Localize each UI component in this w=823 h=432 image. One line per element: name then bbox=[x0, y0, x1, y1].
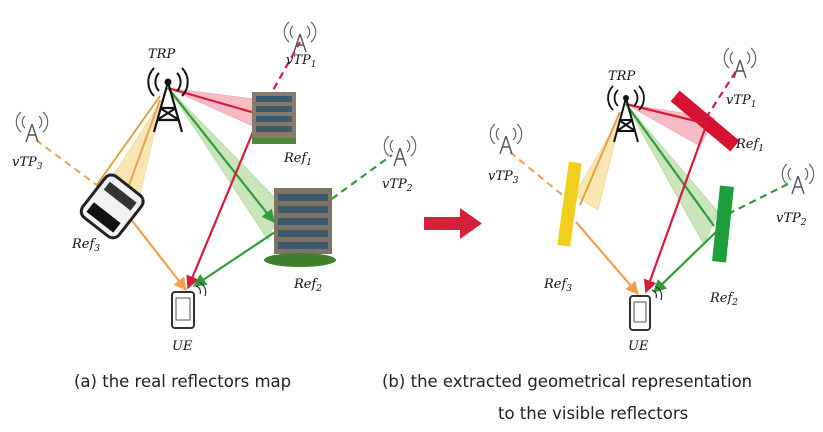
label-ref1-left: Ref1 bbox=[283, 151, 312, 168]
virtual-tower-icon bbox=[781, 163, 815, 195]
right-panel: TRP vTP1 vTP2 vTP3 Ref1 Ref2 Ref3 UE bbox=[488, 47, 815, 354]
label-ref2-left: Ref2 bbox=[293, 277, 322, 294]
label-trp-right: TRP bbox=[608, 69, 635, 84]
caption-right-line1: (b) the extracted geometrical representa… bbox=[382, 372, 753, 391]
path-ref1-ue-right bbox=[643, 125, 708, 294]
vpath-ref1-right bbox=[705, 67, 739, 119]
reflector-ref1 bbox=[670, 90, 740, 152]
path-ref3-ue-left bbox=[129, 217, 187, 292]
label-vtp2-right: vTP2 bbox=[776, 211, 807, 228]
label-ref3-left: Ref3 bbox=[71, 237, 100, 254]
virtual-tower-icon bbox=[489, 123, 523, 155]
label-ue-left: UE bbox=[172, 339, 193, 354]
path-trp-ref2-right bbox=[625, 103, 715, 227]
label-vtp1-right: vTP1 bbox=[726, 93, 757, 110]
tower-icon bbox=[607, 85, 645, 143]
path-trp-ue-right bbox=[593, 115, 619, 173]
path-trp-ref3-left bbox=[95, 95, 161, 187]
reflector-ref3 bbox=[557, 161, 582, 247]
reflector-ref2 bbox=[712, 185, 734, 263]
path-ref2-ue-left bbox=[192, 229, 279, 287]
path-trp-ue-left bbox=[127, 99, 161, 189]
virtual-tower-icon bbox=[383, 135, 417, 167]
virtual-tower-icon bbox=[723, 47, 757, 79]
bus-icon bbox=[79, 173, 145, 240]
label-ue-right: UE bbox=[628, 339, 649, 354]
path-ref1-ue-left bbox=[186, 114, 262, 290]
caption-left: (a) the real reflectors map bbox=[74, 372, 292, 391]
tower-icon bbox=[147, 67, 189, 133]
arrow-right-icon bbox=[424, 208, 482, 239]
virtual-tower-icon bbox=[15, 111, 49, 143]
label-ref1-right: Ref1 bbox=[735, 137, 764, 154]
beam-ref2-right bbox=[625, 103, 719, 246]
vpath-ref3-left bbox=[35, 139, 99, 187]
path-trp-ref2-left bbox=[167, 87, 275, 224]
label-ref3-right: Ref3 bbox=[543, 277, 572, 294]
building-icon bbox=[264, 188, 336, 267]
label-trp-left: TRP bbox=[148, 47, 175, 62]
virtual-tower-icon bbox=[283, 21, 317, 53]
vpath-ref2-right bbox=[727, 181, 793, 215]
path-ref3-ue-right bbox=[575, 221, 639, 296]
caption-right-line2: to the visible reflectors bbox=[498, 404, 689, 423]
path-ref2-ue-right bbox=[653, 231, 717, 293]
vpath-ref2-left bbox=[321, 154, 393, 207]
label-vtp2-left: vTP2 bbox=[382, 177, 413, 194]
label-ref2-right: Ref2 bbox=[709, 291, 738, 308]
left-panel: TRP vTP1 vTP2 vTP3 Ref1 Ref2 Ref3 UE bbox=[12, 21, 417, 354]
vpath-ref3-right bbox=[509, 151, 567, 199]
label-vtp3-right: vTP3 bbox=[488, 169, 519, 186]
phone-icon bbox=[629, 285, 663, 331]
phone-icon bbox=[171, 281, 207, 329]
building-icon bbox=[252, 92, 296, 144]
label-vtp1-left: vTP1 bbox=[286, 53, 317, 70]
path-trp-ref1-right bbox=[625, 102, 709, 126]
label-vtp3-left: vTP3 bbox=[12, 155, 43, 172]
